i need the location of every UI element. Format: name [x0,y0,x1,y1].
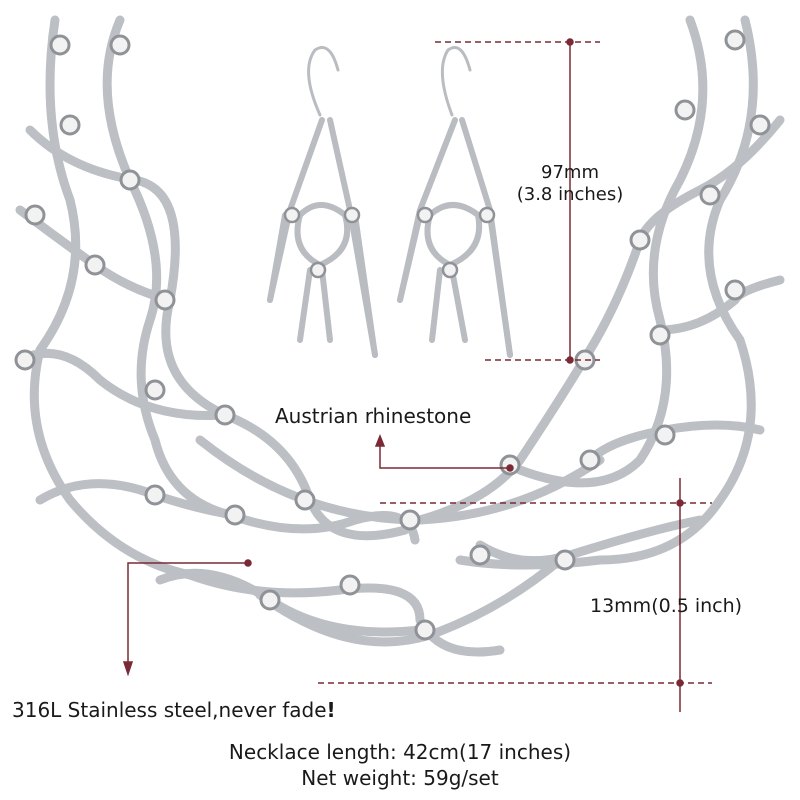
steel-callout-text: 316L Stainless steel,never fade [12,698,327,722]
steel-callout: 316L Stainless steel,never fade! [12,698,336,722]
earring-left [267,46,378,358]
earring-length-mm: 97mm [541,162,599,183]
dimension-lines [122,38,712,712]
rhinestone-set [14,29,771,641]
necklace-length-spec: Necklace length: 42cm(17 inches) [228,740,572,764]
steel-callout-mark: ! [326,698,336,722]
earring-right [397,46,513,358]
rhinestone-callout: Austrian rhinestone [275,404,472,428]
earring-left-stones [283,206,361,279]
earring-length-label: 97mm (3.8 inches) [500,162,640,206]
earring-length-in: (3.8 inches) [516,184,624,205]
earring-right-stones [416,206,496,279]
link-width-label: 13mm(0.5 inch) [590,595,743,617]
net-weight-spec: Net weight: 59g/set [301,766,499,790]
